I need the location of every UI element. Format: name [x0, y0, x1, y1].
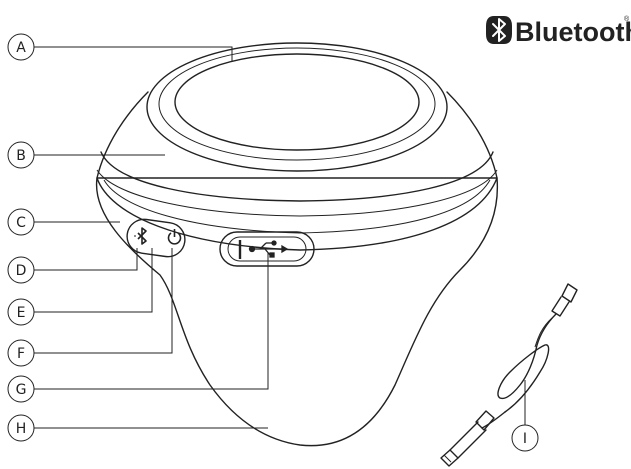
- callout-e: E: [7, 298, 35, 326]
- leader-lines: [34, 46, 526, 429]
- power-icon: [167, 229, 182, 245]
- svg-text:D: D: [16, 263, 27, 279]
- bluetooth-logo: Bluetooth ®: [486, 15, 631, 47]
- top-cap-outer-ring: [146, 42, 448, 172]
- callout-i: I: [511, 424, 539, 452]
- control-band: [96, 177, 498, 251]
- svg-text:E: E: [17, 305, 26, 321]
- bluetooth-button[interactable]: [125, 217, 187, 259]
- callout-c: C: [7, 208, 35, 236]
- top-cap: [174, 53, 420, 151]
- bluetooth-icon: [134, 227, 147, 245]
- callout-h: H: [7, 414, 35, 442]
- svg-text:G: G: [16, 382, 27, 398]
- callout-d: D: [7, 256, 35, 284]
- speaker-body: [95, 177, 499, 447]
- svg-text:F: F: [17, 346, 25, 362]
- usb-charging-port[interactable]: [219, 231, 315, 267]
- svg-text:A: A: [16, 40, 26, 56]
- leader-d: [34, 248, 138, 271]
- svg-text:B: B: [16, 148, 26, 164]
- callout-a: A: [7, 33, 35, 61]
- usb-cable: [440, 283, 578, 467]
- registered-mark: ®: [624, 15, 630, 23]
- callout-g: G: [7, 375, 35, 403]
- leader-g: [34, 253, 269, 390]
- leader-a: [34, 46, 233, 62]
- callout-f: F: [7, 339, 35, 367]
- leader-e: [34, 248, 153, 313]
- callout-b: B: [7, 141, 35, 169]
- svg-text:H: H: [16, 421, 27, 437]
- leader-f: [34, 248, 173, 354]
- svg-text:I: I: [523, 431, 527, 447]
- usb-icon: [248, 240, 289, 258]
- upper-dome: [96, 91, 498, 179]
- bluetooth-wordmark: Bluetooth: [515, 17, 631, 47]
- svg-text:C: C: [16, 215, 26, 231]
